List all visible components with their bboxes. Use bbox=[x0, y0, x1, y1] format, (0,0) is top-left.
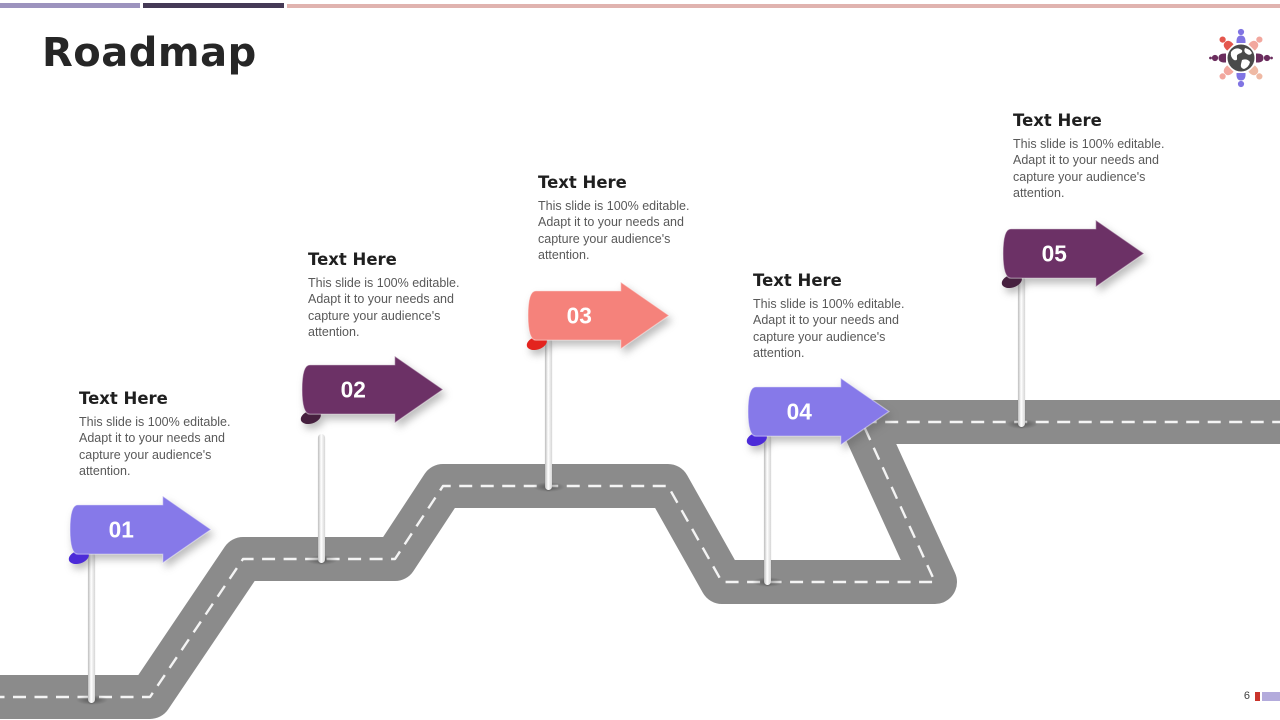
milestone-body: This slide is 100% editable. Adapt it to… bbox=[308, 276, 460, 339]
topbar-segment-3 bbox=[287, 4, 1280, 8]
milestone-title: Text Here bbox=[538, 173, 627, 192]
footer-red-marker bbox=[1255, 691, 1260, 701]
milestone-body: This slide is 100% editable. Adapt it to… bbox=[538, 199, 690, 262]
arrow-shape bbox=[69, 494, 213, 565]
signpost-pole-01 bbox=[88, 552, 95, 703]
milestone-body: This slide is 100% editable. Adapt it to… bbox=[1013, 137, 1165, 200]
milestone-title: Text Here bbox=[308, 250, 397, 269]
milestone-text-03: Text Here This slide is 100% editable. A… bbox=[538, 173, 702, 263]
milestone-number: 02 bbox=[341, 376, 366, 402]
arrow-shape bbox=[527, 280, 671, 351]
milestone-number: 04 bbox=[787, 398, 813, 424]
milestone-title: Text Here bbox=[79, 389, 168, 408]
arrow-shape bbox=[1002, 218, 1146, 289]
signpost-pole-05 bbox=[1018, 276, 1025, 427]
page-title: Roadmap bbox=[42, 30, 257, 76]
milestone-number: 03 bbox=[567, 302, 592, 328]
milestone-text-01: Text Here This slide is 100% editable. A… bbox=[79, 389, 243, 479]
topbar-segment-2 bbox=[143, 3, 284, 8]
milestone-sign-03: 03 bbox=[526, 280, 671, 351]
people-ring bbox=[1209, 28, 1273, 88]
globe-icon bbox=[1227, 44, 1255, 72]
milestone-sign-05: 05 bbox=[1001, 218, 1146, 289]
milestone-body: This slide is 100% editable. Adapt it to… bbox=[753, 297, 905, 360]
page-number: 6 bbox=[1243, 690, 1250, 702]
milestone-sign-01: 01 bbox=[68, 494, 213, 565]
signpost-pole-02 bbox=[318, 434, 325, 563]
arrow-shape bbox=[301, 354, 445, 425]
milestone-title: Text Here bbox=[1013, 111, 1102, 130]
milestone-text-05: Text Here This slide is 100% editable. A… bbox=[1013, 111, 1177, 201]
road-center-dash bbox=[0, 420, 1280, 699]
arrow-shape bbox=[747, 376, 891, 447]
topbar-segment-1 bbox=[0, 3, 140, 8]
milestone-text-02: Text Here This slide is 100% editable. A… bbox=[308, 250, 472, 340]
globe-people-icon bbox=[1209, 28, 1273, 88]
milestone-number: 05 bbox=[1042, 240, 1067, 266]
milestone-text-04: Text Here This slide is 100% editable. A… bbox=[753, 271, 917, 361]
signpost-pole-04 bbox=[764, 434, 771, 585]
milestone-number: 01 bbox=[109, 516, 134, 542]
milestone-body: This slide is 100% editable. Adapt it to… bbox=[79, 415, 231, 478]
milestone-sign-02: 02 bbox=[300, 354, 445, 425]
milestone-title: Text Here bbox=[753, 271, 842, 290]
footer-purple-marker bbox=[1262, 691, 1280, 701]
slide-footer: 6 bbox=[1243, 690, 1280, 702]
signpost-pole-03 bbox=[545, 338, 552, 490]
milestone-sign-04: 04 bbox=[746, 376, 891, 447]
